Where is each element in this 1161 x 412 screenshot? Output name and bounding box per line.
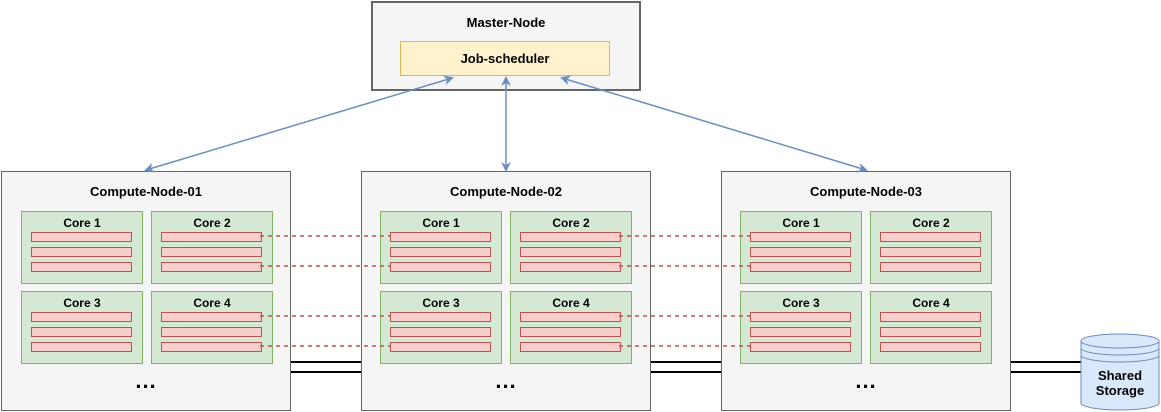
compute-node-03-core-4[interactable]: Core 4 bbox=[870, 291, 992, 364]
core-slot bbox=[750, 312, 851, 322]
compute-node-01-title: Compute-Node-01 bbox=[90, 184, 202, 199]
core-slot bbox=[750, 232, 851, 242]
core-slot bbox=[880, 342, 981, 352]
core-slot bbox=[520, 262, 621, 272]
core-slot bbox=[390, 312, 491, 322]
compute-node-03-title: Compute-Node-03 bbox=[810, 184, 922, 199]
core-slot bbox=[31, 342, 132, 352]
core-label: Core 2 bbox=[552, 216, 590, 230]
core-slot bbox=[750, 327, 851, 337]
core-slot bbox=[31, 262, 132, 272]
more-cores-ellipsis: ... bbox=[135, 368, 157, 393]
core-slot bbox=[31, 232, 132, 242]
job-scheduler[interactable]: Job-scheduler bbox=[400, 41, 610, 76]
compute-node-03-core-2[interactable]: Core 2 bbox=[870, 211, 992, 284]
compute-node-02-core-1[interactable]: Core 1 bbox=[380, 211, 502, 284]
core-label: Core 4 bbox=[193, 296, 231, 310]
core-label: Core 4 bbox=[912, 296, 950, 310]
core-label: Core 3 bbox=[782, 296, 820, 310]
shared-storage-label: Shared Storage bbox=[1095, 368, 1145, 398]
more-cores-ellipsis: ... bbox=[855, 368, 877, 393]
core-slot bbox=[390, 262, 491, 272]
core-slot bbox=[161, 327, 262, 337]
core-slot bbox=[520, 247, 621, 257]
core-label: Core 2 bbox=[912, 216, 950, 230]
compute-node-01-core-2[interactable]: Core 2 bbox=[151, 211, 273, 284]
core-slot bbox=[520, 312, 621, 322]
compute-node-03-core-3[interactable]: Core 3 bbox=[740, 291, 862, 364]
compute-node-02-title: Compute-Node-02 bbox=[450, 184, 562, 199]
core-slot bbox=[161, 232, 262, 242]
link-master-node-03 bbox=[560, 75, 868, 173]
core-label: Core 3 bbox=[422, 296, 460, 310]
core-slot bbox=[880, 232, 981, 242]
core-slot bbox=[161, 262, 262, 272]
compute-node-01-core-4[interactable]: Core 4 bbox=[151, 291, 273, 364]
compute-node-02-core-2[interactable]: Core 2 bbox=[510, 211, 632, 284]
core-slot bbox=[161, 342, 262, 352]
core-slot bbox=[750, 247, 851, 257]
core-slot bbox=[880, 312, 981, 322]
core-slot bbox=[750, 342, 851, 352]
compute-node-01[interactable]: Compute-Node-01 Core 1 Core 2 Core 3 Cor… bbox=[1, 171, 291, 411]
core-label: Core 2 bbox=[193, 216, 231, 230]
compute-node-03-core-1[interactable]: Core 1 bbox=[740, 211, 862, 284]
core-label: Core 1 bbox=[63, 216, 101, 230]
core-slot bbox=[880, 327, 981, 337]
core-label: Core 1 bbox=[422, 216, 460, 230]
core-slot bbox=[390, 232, 491, 242]
master-node-title: Master-Node bbox=[466, 15, 546, 30]
core-slot bbox=[390, 247, 491, 257]
core-slot bbox=[880, 262, 981, 272]
core-slot bbox=[750, 262, 851, 272]
core-slot bbox=[390, 342, 491, 352]
compute-node-02[interactable]: Compute-Node-02 Core 1 Core 2 Core 3 Cor… bbox=[361, 171, 651, 411]
core-slot bbox=[161, 312, 262, 322]
core-label: Core 4 bbox=[552, 296, 590, 310]
compute-node-03[interactable]: Compute-Node-03 Core 1 Core 2 Core 3 Cor… bbox=[721, 171, 1011, 411]
core-slot bbox=[161, 247, 262, 257]
compute-node-02-core-3[interactable]: Core 3 bbox=[380, 291, 502, 364]
core-label: Core 3 bbox=[63, 296, 101, 310]
core-label: Core 1 bbox=[782, 216, 820, 230]
compute-node-02-core-4[interactable]: Core 4 bbox=[510, 291, 632, 364]
core-slot bbox=[520, 342, 621, 352]
compute-node-01-core-1[interactable]: Core 1 bbox=[21, 211, 143, 284]
core-slot bbox=[520, 327, 621, 337]
core-slot bbox=[31, 247, 132, 257]
compute-node-01-core-3[interactable]: Core 3 bbox=[21, 291, 143, 364]
core-slot bbox=[31, 327, 132, 337]
core-slot bbox=[390, 327, 491, 337]
core-slot bbox=[880, 247, 981, 257]
more-cores-ellipsis: ... bbox=[495, 368, 517, 393]
link-master-node-01 bbox=[144, 75, 454, 173]
core-slot bbox=[31, 312, 132, 322]
core-slot bbox=[520, 232, 621, 242]
